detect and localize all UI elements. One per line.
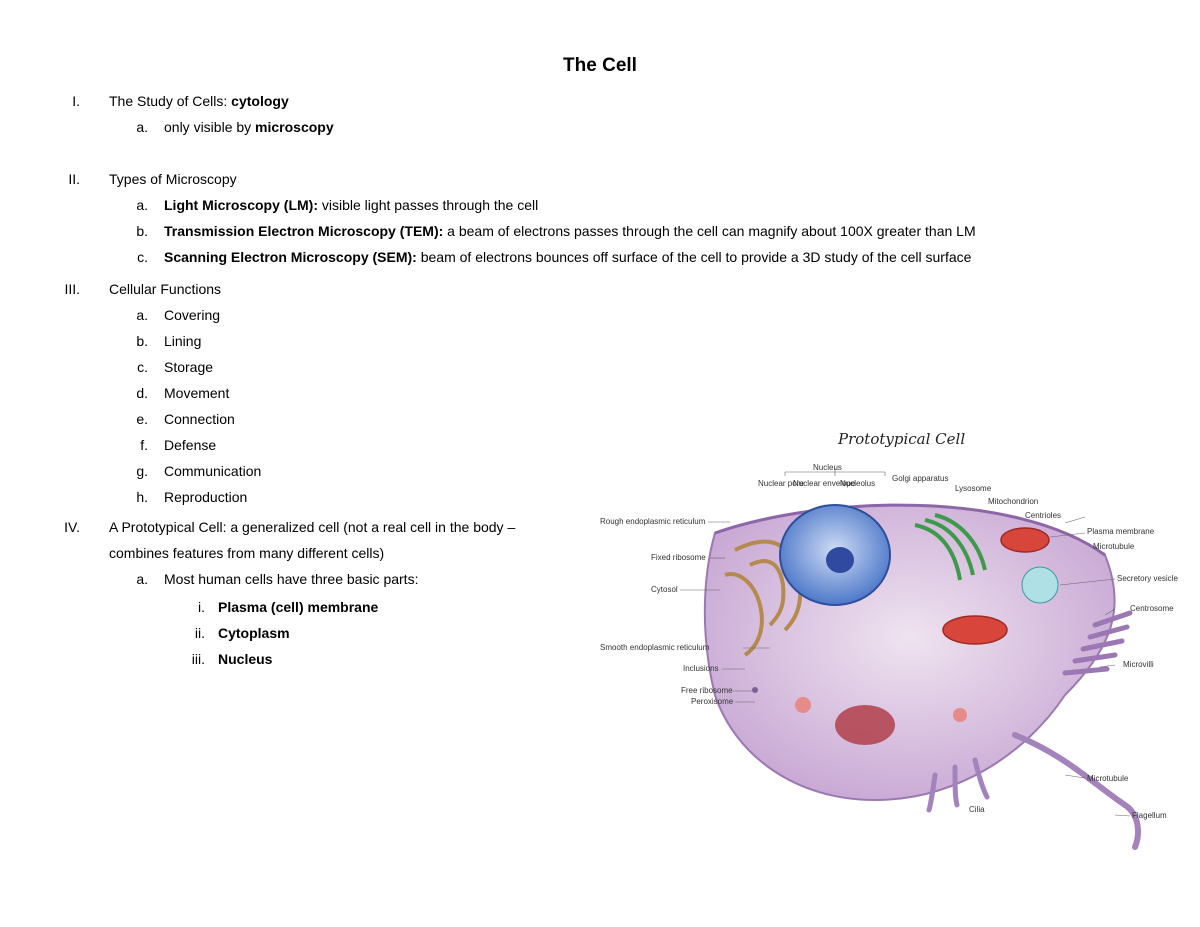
item-bold: Transmission Electron Microscopy (TEM): [164, 223, 444, 239]
list-item: Covering [164, 307, 221, 323]
list-item: Connection [164, 411, 235, 427]
list-item: Storage [164, 359, 214, 375]
section-heading-text: The Study of Cells: [109, 93, 232, 109]
section-number: II. [68, 171, 80, 187]
section-heading: A Prototypical Cell: a generalized cell … [109, 519, 516, 535]
list-item: Transmission Electron Microscopy (TEM): … [164, 222, 976, 240]
label-fixed-ribosome: Fixed ribosome [651, 553, 706, 562]
plasma-membrane [714, 503, 1106, 557]
label-cytosol: Cytosol [651, 585, 678, 594]
list-item: Scanning Electron Microscopy (SEM): beam… [164, 248, 971, 266]
item-letter: a. [136, 197, 148, 213]
mitochondrion [942, 615, 1008, 645]
list-item: only visible by microscopy [164, 118, 334, 136]
list-item: Movement [164, 385, 230, 401]
label-microtubule-bottom: Microtubule [1087, 774, 1129, 783]
section-heading-bold: cytology [231, 93, 289, 109]
subitem: Plasma (cell) membrane [218, 599, 379, 615]
item-letter: a. [136, 119, 148, 135]
subitem: Cytoplasm [218, 625, 290, 641]
peroxisome [953, 708, 967, 722]
label-peroxisome: Peroxisome [691, 697, 734, 706]
section-number: III. [64, 281, 80, 297]
list-item: Lining [164, 333, 202, 349]
item-letter: a. [136, 571, 148, 587]
mitochondrion [1000, 527, 1050, 553]
item-letter: f. [140, 437, 148, 453]
label-rough-er: Rough endoplasmic reticulum [600, 517, 706, 526]
list-item: Light Microscopy (LM): visible light pas… [164, 196, 538, 214]
label-plasma-membrane: Plasma membrane [1087, 527, 1155, 536]
item-letter: g. [136, 463, 148, 479]
inclusion [795, 697, 811, 713]
nucleolus [826, 547, 854, 573]
item-letter: b. [136, 223, 148, 239]
flagellum [1012, 732, 1141, 850]
section-number: I. [72, 93, 80, 109]
golgi-apparatus [914, 513, 987, 581]
label-golgi: Golgi apparatus [892, 474, 948, 483]
item-text: a beam of electrons passes through the c… [443, 223, 976, 239]
label-centrosome: Centrosome [1130, 604, 1174, 613]
section-heading: The Study of Cells: cytology [109, 92, 289, 110]
label-nuclear-envelope: Nuclear envelope [793, 479, 856, 488]
item-letter: e. [136, 411, 148, 427]
label-flagellum: Flagellum [1132, 811, 1167, 820]
item-letter: c. [137, 359, 148, 375]
item-text: only visible by [164, 119, 256, 135]
subitem-roman: iii. [191, 651, 205, 667]
item-letter: c. [137, 249, 148, 265]
label-lysosome: Lysosome [955, 484, 992, 493]
list-item: Communication [164, 463, 262, 479]
item-letter: b. [136, 333, 148, 349]
label-cilia: Cilia [969, 805, 985, 814]
page-title: The Cell [563, 55, 637, 76]
section-heading: Types of Microscopy [109, 171, 237, 187]
microvilli [1062, 610, 1133, 676]
mitochondrion [835, 705, 895, 745]
item-letter: h. [136, 489, 148, 505]
label-nucleolus: Nucleolus [840, 479, 875, 488]
item-bold: Light Microscopy (LM): [164, 197, 318, 213]
item-text: beam of electrons bounces off surface of… [416, 249, 972, 265]
label-mitochondrion: Mitochondrion [988, 497, 1038, 506]
centrosome [1021, 566, 1059, 604]
item-letter: a. [136, 307, 148, 323]
item-bold: Scanning Electron Microscopy (SEM): [164, 249, 417, 265]
label-free-ribosome: Free ribosome [681, 686, 733, 695]
subitem-roman: i. [198, 599, 205, 615]
cilia [926, 757, 990, 813]
label-centrioles: Centrioles [1025, 511, 1061, 520]
list-item: Reproduction [164, 489, 248, 505]
label-smooth-er: Smooth endoplasmic reticulum [600, 643, 710, 652]
list-item: Defense [164, 437, 217, 453]
free-ribosome [752, 687, 758, 693]
figure-title: Prototypical Cell [838, 430, 966, 448]
label-secretory-vesicle: Secretory vesicle [1117, 574, 1178, 583]
label-microvilli: Microvilli [1123, 660, 1154, 669]
list-item: Most human cells have three basic parts: [164, 571, 419, 587]
label-inclusions: Inclusions [683, 664, 719, 673]
section-number: IV. [64, 519, 80, 535]
subitem-roman: ii. [194, 625, 205, 641]
subitem: Nucleus [218, 651, 273, 667]
item-bold: microscopy [255, 119, 334, 135]
item-text: visible light passes through the cell [318, 197, 539, 213]
section-heading-continued: combines features from many different ce… [109, 545, 385, 561]
cell-diagram: Nucleus Nuclear pore Nuclear envelope Nu… [600, 463, 1178, 850]
item-letter: d. [136, 385, 148, 401]
label-nucleus: Nucleus [813, 463, 842, 472]
label-microtubule-top: Microtubule [1093, 542, 1135, 551]
label-nuclear-pore: Nuclear pore [758, 479, 804, 488]
section-heading: Cellular Functions [109, 281, 222, 297]
